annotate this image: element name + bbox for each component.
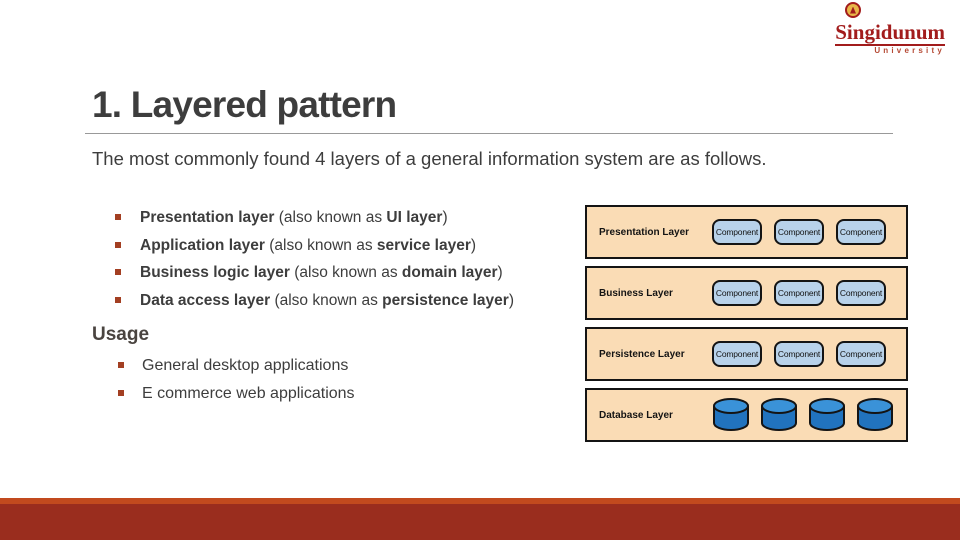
diagram-layer-database: Database Layer	[585, 388, 908, 442]
component-box: Component	[712, 280, 762, 306]
university-seal-icon	[845, 2, 861, 18]
list-item: Application layer (also known as service…	[115, 236, 514, 255]
bullet-square-icon	[115, 296, 121, 303]
component-row: Component Component Component	[712, 219, 886, 245]
footer-accent-bar	[0, 498, 960, 504]
component-box: Component	[774, 341, 824, 367]
bullet-square-icon	[118, 390, 124, 396]
list-item-text: Application layer (also known as service…	[140, 236, 477, 254]
list-item-text: Business logic layer (also known as doma…	[140, 264, 503, 281]
usage-list: General desktop applications E commerce …	[118, 356, 355, 412]
component-box: Component	[712, 341, 762, 367]
cylinder-row	[711, 397, 895, 433]
layer-label: Presentation Layer	[599, 226, 690, 238]
layers-list: Presentation layer (also known as UI lay…	[115, 208, 514, 318]
component-label: Component	[839, 227, 883, 237]
logo-title: Singidunum	[835, 20, 945, 46]
list-item-text: E commerce web applications	[142, 385, 355, 402]
list-item: Business logic layer (also known as doma…	[115, 263, 514, 282]
list-item-text: Presentation layer (also known as UI lay…	[140, 209, 448, 226]
component-box: Component	[712, 219, 762, 245]
layer-label: Persistence Layer	[599, 348, 685, 360]
component-label: Component	[777, 349, 821, 359]
component-label: Component	[839, 349, 883, 359]
component-label: Component	[839, 288, 883, 298]
component-label: Component	[715, 349, 759, 359]
database-cylinder-icon	[809, 398, 845, 431]
list-item-text: General desktop applications	[142, 357, 349, 374]
database-cylinder-icon	[713, 398, 749, 431]
layer-label: Business Layer	[599, 287, 673, 299]
list-item: E commerce web applications	[118, 384, 355, 403]
diagram-layer-persistence: Persistence Layer Component Component Co…	[585, 327, 908, 381]
database-cylinder-icon	[857, 398, 893, 431]
list-item: Presentation layer (also known as UI lay…	[115, 208, 514, 227]
bullet-square-icon	[115, 269, 121, 275]
bullet-square-icon	[115, 241, 121, 248]
title-divider	[85, 133, 893, 134]
component-box: Component	[836, 341, 886, 367]
bullet-square-icon	[118, 362, 124, 368]
layer-label: Database Layer	[599, 409, 673, 421]
component-label: Component	[777, 288, 821, 298]
logo-subtitle: University	[874, 46, 945, 55]
footer-bar	[0, 504, 960, 540]
layered-architecture-diagram: Presentation Layer Component Component C…	[585, 205, 908, 442]
diagram-layer-presentation: Presentation Layer Component Component C…	[585, 205, 908, 259]
component-box: Component	[836, 219, 886, 245]
seal-tower-glyph	[850, 6, 856, 14]
database-cylinder-icon	[761, 398, 797, 431]
list-item: Data access layer (also known as persist…	[115, 291, 514, 310]
component-row: Component Component Component	[712, 280, 886, 306]
intro-text: The most commonly found 4 layers of a ge…	[92, 148, 767, 169]
component-label: Component	[715, 227, 759, 237]
component-row: Component Component Component	[712, 341, 886, 367]
bullet-square-icon	[115, 214, 121, 220]
component-box: Component	[774, 280, 824, 306]
list-item: General desktop applications	[118, 356, 355, 375]
component-label: Component	[715, 288, 759, 298]
component-label: Component	[777, 227, 821, 237]
list-item-text: Data access layer (also known as persist…	[140, 291, 514, 309]
component-box: Component	[774, 219, 824, 245]
diagram-layer-business: Business Layer Component Component Compo…	[585, 266, 908, 320]
usage-heading: Usage	[92, 324, 150, 345]
component-box: Component	[836, 280, 886, 306]
page-title: 1. Layered pattern	[92, 84, 397, 125]
